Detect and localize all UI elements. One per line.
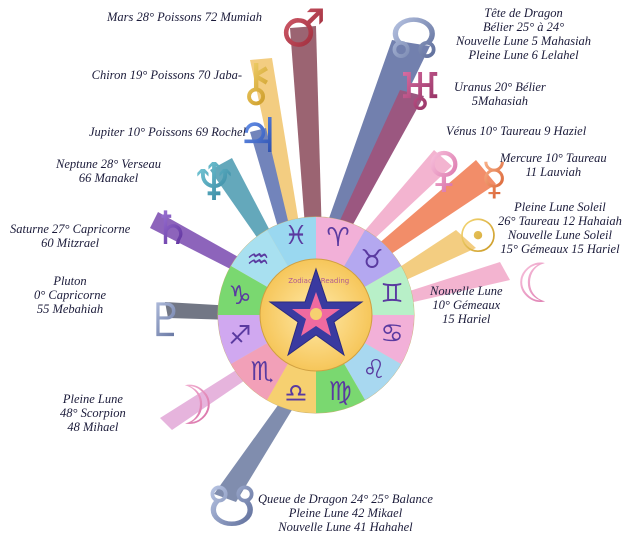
label-saturne-line-2: 60 Mitzrael — [41, 236, 100, 250]
label-pluton-line-1: Pluton — [53, 274, 87, 288]
label-uranus-line-2: 5Mahasiah — [471, 94, 529, 108]
aquarius-icon: ♒ — [246, 245, 269, 275]
ray-saturn — [150, 212, 258, 280]
libra-icon: ♎ — [284, 379, 307, 409]
label-nl-line-2: 10° Gémeaux — [432, 298, 501, 312]
label-uranus-line-1: Uranus 20° Bélier — [454, 80, 546, 94]
sun-icon: ☉ — [457, 209, 498, 263]
label-nl-line-3: 15 Hariel — [442, 312, 491, 326]
gemini-icon: ♊ — [380, 279, 403, 309]
ray-pluton — [165, 302, 234, 320]
label-qd-line-3: Nouvelle Lune 41 Hahahel — [278, 520, 413, 534]
planet-glyphs: ♂ ⚷ ♃ ♆ ♄ ♇ ☽ ☋ ☊ ♅ ♀ ☿ ☉ ☾ — [145, 0, 564, 540]
label-pluton-line-2: 0° Capricorne — [34, 288, 107, 302]
ray-venus — [350, 150, 452, 256]
center-caption-1: Zodiac — [288, 277, 312, 285]
label-pls-line-2: 48° Scorpion — [60, 406, 126, 420]
venus-icon: ♀ — [426, 142, 461, 198]
label-soleil-line-3: Nouvelle Lune Soleil — [507, 228, 613, 242]
uranus-icon: ♅ — [397, 63, 444, 123]
label-soleil-line-1: Pleine Lune Soleil — [514, 200, 606, 214]
scorpio-icon: ♏ — [250, 357, 273, 387]
label-chiron-line: Chiron 19° Poissons 70 Jaba- — [91, 68, 242, 82]
cancer-icon: ♋ — [380, 319, 403, 349]
label-jupiter-line: Jupiter 10° Poissons 69 Rochel — [88, 125, 246, 139]
label-soleil: Pleine Lune Soleil 26° Taureau 12 Hahaia… — [498, 200, 622, 256]
chiron-icon: ⚷ — [237, 53, 275, 113]
aries-icon: ♈ — [326, 223, 349, 253]
label-venus: Vénus 10° Taureau 9 Haziel — [446, 124, 586, 138]
label-nouvelle-lune: Nouvelle Lune 10° Gémeaux 15 Hariel — [430, 284, 503, 326]
ray-jupiter — [250, 128, 294, 248]
ray-mars — [290, 26, 322, 240]
label-saturne-line-1: Saturne 27° Capricorne — [10, 222, 131, 236]
zodiac-wheel: ♈ ♉ ♊ ♋ ♌ ♍ ♎ ♏ ♐ ♑ ♒ ♓ Zodiac Reading — [217, 216, 415, 414]
label-jupiter: Jupiter 10° Poissons 69 Rochel — [89, 125, 246, 139]
ray-mercure — [362, 160, 496, 268]
ray-neptune — [210, 158, 280, 256]
label-soleil-line-2: 26° Taureau 12 Hahaiah — [498, 214, 622, 228]
capricorn-icon: ♑ — [228, 281, 251, 311]
label-pleine-lune-scorpion: Pleine Lune 48° Scorpion 48 Mihael — [60, 392, 126, 434]
label-chiron: Chiron 19° Poissons 70 Jaba- — [92, 68, 242, 82]
label-qd-line-2: Pleine Lune 42 Mikael — [288, 506, 403, 520]
mars-icon: ♂ — [280, 0, 327, 59]
label-mercure-line-2: 11 Lauviah — [525, 165, 582, 179]
label-td-line-3: Nouvelle Lune 5 Mahasiah — [456, 34, 592, 48]
ray-chiron — [250, 58, 302, 244]
label-soleil-line-4: 15° Gémeaux 15 Hariel — [500, 242, 620, 256]
label-mercure: Mercure 10° Taureau 11 Lauviah — [500, 151, 607, 179]
ray-moon — [394, 262, 510, 306]
center-caption-2: Reading — [321, 277, 349, 285]
virgo-icon: ♍ — [328, 377, 351, 407]
taurus-icon: ♉ — [360, 245, 383, 275]
label-td-line-2: Bélier 25° à 24° — [482, 20, 565, 34]
label-mercure-line-1: Mercure 10° Taureau — [500, 151, 607, 165]
ray-scorpion — [160, 360, 260, 430]
label-mars-line: Mars 28° Poissons 72 Mumiah — [106, 10, 262, 24]
mercury-icon: ☿ — [480, 154, 507, 205]
label-qd-line-1: Queue de Dragon 24° 25° Balance — [258, 492, 433, 506]
label-pluton-line-3: 55 Mebahiah — [36, 302, 104, 316]
label-neptune: Neptune 28° Verseau 66 Manakel — [56, 157, 161, 185]
pluto-icon: ♇ — [145, 293, 186, 347]
label-queue-dragon: Queue de Dragon 24° 25° Balance Pleine L… — [258, 492, 433, 534]
label-nl-line-1: Nouvelle Lune — [430, 284, 503, 298]
south-node-icon: ☋ — [207, 475, 257, 540]
neptune-icon: ♆ — [191, 153, 238, 213]
ray-uranus — [330, 90, 424, 248]
label-mars: Mars 28° Poissons 72 Mumiah — [107, 10, 262, 24]
label-uranus: Uranus 20° Bélier 5Mahasiah — [454, 80, 546, 108]
leo-icon: ♌ — [362, 355, 385, 385]
label-pls-line-1: Pleine Lune — [62, 392, 123, 406]
label-td-line-1: Tête de Dragon — [484, 6, 563, 20]
moon-scorpion-icon: ☽ — [166, 374, 214, 437]
label-td-line-4: Pleine Lune 6 Lelahel — [468, 48, 579, 62]
new-moon-icon: ☾ — [516, 252, 564, 315]
label-venus-line: Vénus 10° Taureau 9 Haziel — [446, 124, 587, 138]
label-neptune-line-1: Neptune 28° Verseau — [56, 157, 161, 171]
ray-dragon-tail — [214, 394, 298, 502]
label-neptune-line-2: 66 Manakel — [78, 171, 139, 185]
label-saturne: Saturne 27° Capricorne 60 Mitzrael — [10, 222, 130, 250]
pisces-icon: ♓ — [284, 221, 307, 251]
label-pluton: Pluton 0° Capricorne 55 Mebahiah — [34, 274, 106, 316]
north-node-icon: ☊ — [389, 7, 439, 72]
saturn-icon: ♄ — [151, 201, 192, 255]
jupiter-icon: ♃ — [236, 108, 279, 164]
label-pls-line-3: 48 Mihael — [67, 420, 119, 434]
sagittarius-icon: ♐ — [228, 321, 251, 351]
label-tete-dragon: Tête de Dragon Bélier 25° à 24° Nouvelle… — [456, 6, 591, 62]
